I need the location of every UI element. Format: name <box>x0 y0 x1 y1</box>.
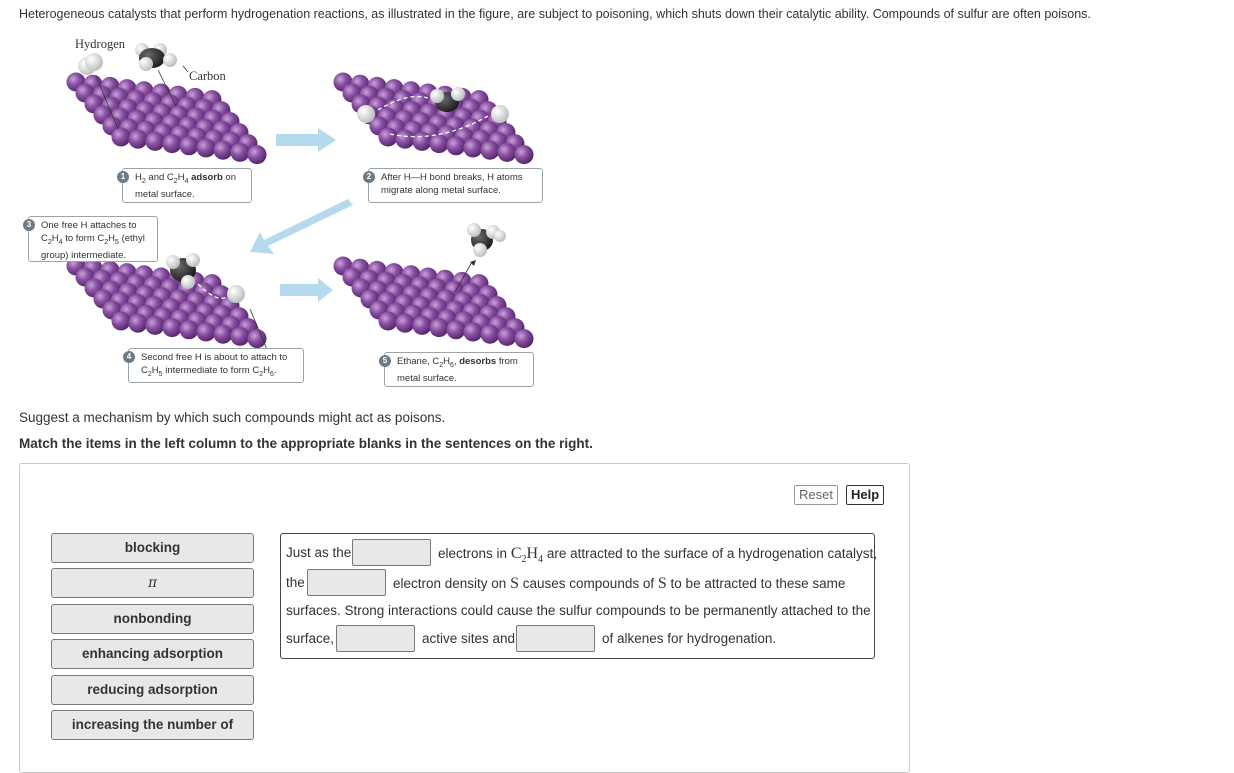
step-5-number: 5 <box>379 355 391 367</box>
carbon-label: Carbon <box>189 69 226 83</box>
sentence-box: Just as the electrons in C2H4 are attrac… <box>280 533 878 659</box>
sentence-2-start: the <box>286 575 305 590</box>
option-chip-pi[interactable]: π <box>51 568 254 598</box>
question-text: Suggest a mechanism by which such compou… <box>19 410 446 425</box>
blank-2[interactable] <box>307 569 386 596</box>
blank-3[interactable] <box>336 625 415 652</box>
sentence-4-end: of alkenes for hydrogenation. <box>602 631 777 646</box>
option-chip-reducing-adsorption[interactable]: reducing adsorption <box>51 675 254 705</box>
sentence-2-end: electron density on S causes compounds o… <box>393 575 846 592</box>
option-chip-blocking[interactable]: blocking <box>51 533 254 563</box>
sentence-4-start: surface, <box>286 631 335 646</box>
option-chip-increasing-number[interactable]: increasing the number of <box>51 710 254 740</box>
step-4-caption: 4 Second free H is about to attach to C2… <box>123 348 304 383</box>
reset-button[interactable]: Reset <box>794 485 838 505</box>
step-5-caption: 5 Ethane, C2H6, desorbs from metal surfa… <box>379 352 534 387</box>
option-chip-enhancing-adsorption[interactable]: enhancing adsorption <box>51 639 254 669</box>
step-2-caption: 2 After H—H bond breaks, H atoms migrate… <box>363 168 543 203</box>
sentence-1-start: Just as the <box>286 545 352 560</box>
step-1-caption: 1 H2 and C2H4 adsorb on metal surface. <box>117 168 252 203</box>
blank-1[interactable] <box>352 539 431 566</box>
instruction-text: Match the items in the left column to th… <box>19 436 593 451</box>
blank-4[interactable] <box>516 625 595 652</box>
sentence-4-middle: active sites and <box>422 631 516 646</box>
step-3-number: 3 <box>23 219 35 231</box>
sentence-1-end: electrons in C2H4 are attracted to the s… <box>438 545 878 566</box>
sentence-3: surfaces. Strong interactions could caus… <box>286 603 871 618</box>
step-2-number: 2 <box>363 171 375 183</box>
option-chip-nonbonding[interactable]: nonbonding <box>51 604 254 634</box>
hydrogenation-figure: Hydrogen Carbon 1 H2 and C2H4 adsorb on … <box>18 34 558 394</box>
figure-graphic <box>66 43 534 353</box>
step-4-number: 4 <box>123 351 135 363</box>
hydrogen-label: Hydrogen <box>75 37 125 51</box>
help-button[interactable]: Help <box>846 485 885 505</box>
intro-text: Heterogeneous catalysts that perform hyd… <box>19 7 1091 21</box>
step-3-caption: 3 One free H attaches to C2H4 to form C2… <box>23 216 158 262</box>
step-1-number: 1 <box>117 171 129 183</box>
